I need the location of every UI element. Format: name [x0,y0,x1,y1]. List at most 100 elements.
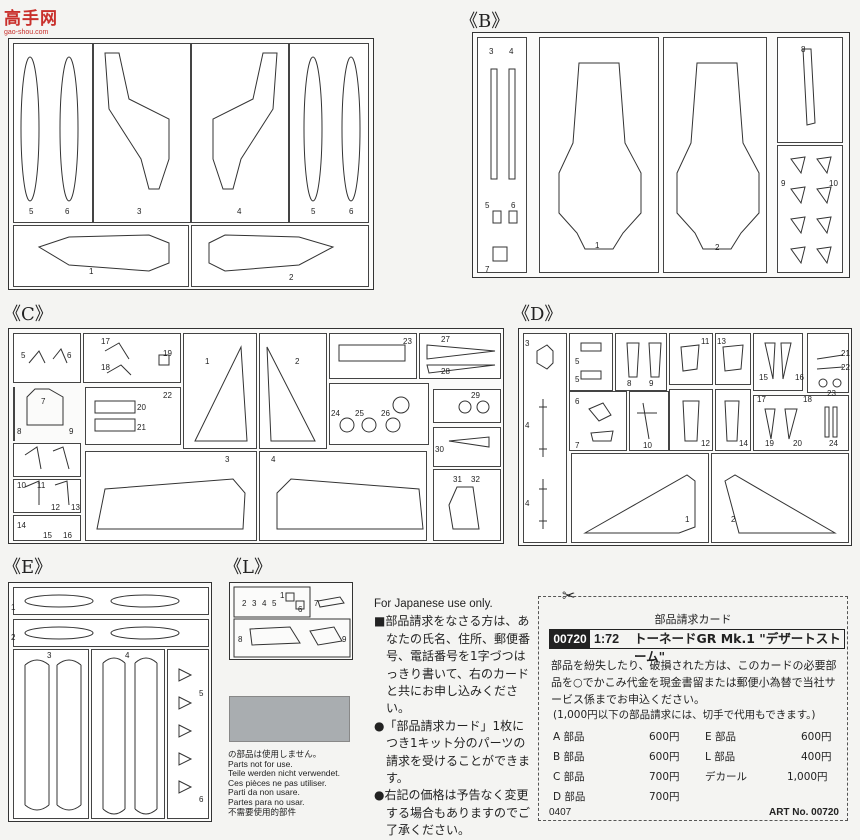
part-number: 4 [262,599,267,608]
site-logo-title: 高手网 [4,9,58,28]
sprue-c-cell [183,333,257,449]
part-number: 5 [311,207,316,216]
price-value: 700円 [649,771,680,783]
part-number: 16 [63,531,72,540]
sprue-d-cell [753,333,803,391]
part-number: 22 [841,363,850,372]
part-number: 14 [739,439,748,448]
part-number: 24 [331,409,340,418]
part-number: 26 [381,409,390,418]
part-number: 20 [793,439,802,448]
part-number: 4 [525,421,530,430]
part-number: 3 [252,599,257,608]
sprue-l: 2 3 4 5 1 6 7 8 9 [229,582,353,660]
part-number: 3 [137,207,142,216]
part-number: 8 [17,427,22,436]
part-number: 2 [11,633,16,642]
part-number: 13 [717,337,726,346]
part-number: 11 [37,481,46,490]
sprue-b-cell [777,37,843,143]
sprue-d: 3 4 4 5 5 8 9 11 13 15 16 21 22 23 6 7 1… [518,328,852,546]
order-notes: For Japanese use only. ■部品請求をなさる方は、あなたの氏… [374,596,534,840]
part-number: 5 [485,201,490,210]
part-number: 2 [242,599,247,608]
sprue-c-cell [13,479,81,513]
sprue-a-drawing [20,52,361,272]
part-number: 18 [803,395,812,404]
sprue-c-drawing [24,342,496,530]
sprue-c-cell [419,333,501,379]
part-number: 29 [471,391,480,400]
sprue-c-cell [433,389,501,423]
part-number: 3 [47,651,52,660]
site-logo-url: gao-shou.com [4,29,49,36]
not-for-use-line: Parti da non usare. [228,787,300,798]
part-number: 5 [575,357,580,366]
sprue-c-cell [13,387,15,441]
part-number: 6 [511,201,516,210]
sprue-e-drawing [24,594,193,815]
sprue-d-cell [629,391,669,451]
scissors-icon: ✂ [562,586,576,605]
part-number: 1 [595,241,600,250]
part-number: 27 [441,335,450,344]
part-number: 23 [403,337,412,346]
part-number: 16 [795,373,804,382]
card-header: 00720 1:72 トーネードGR Mk.1 "デザートストーム" [549,629,845,664]
part-number: 1 [280,591,285,600]
not-for-use-line: 不需要使用的部件 [228,806,297,817]
sprue-d-cell [669,333,713,385]
order-note-item: ●右記の価格は予告なく変更する場合もありますのでご了承ください。 [374,788,531,838]
sprue-b-cell [477,37,527,273]
sprue-e-cell [167,649,209,819]
part-number: 6 [298,605,303,614]
sprue-a-cell [289,43,369,223]
part-number: 6 [199,795,204,804]
price-value: 1,000円 [787,771,828,783]
sprue-a-cell [191,225,369,287]
card-instructions: 部品を紛失したり、破損された方は、このカードの必要部品を○でかこみ代金を現金書留… [551,659,837,706]
price-part[interactable]: D 部品 [553,791,586,803]
card-title: 部品請求カード [654,613,732,626]
part-number: 11 [701,337,710,346]
product-name: トーネードGR Mk.1 "デザートストーム" [634,631,841,664]
sprue-b-drawing [490,48,832,265]
part-number: 1 [11,603,16,612]
sprue-c-cell [13,515,81,541]
part-number: 4 [237,207,242,216]
part-number: 5 [21,351,26,360]
part-number: 18 [101,363,110,372]
sprue-e-cell [13,649,89,819]
sprue-a: 5 6 3 4 5 6 1 2 [8,38,374,290]
price-part[interactable]: E 部品 [705,731,736,743]
price-part[interactable]: デカール [705,771,747,783]
part-number: 20 [137,403,146,412]
part-number: 6 [349,207,354,216]
part-number: 5 [29,207,34,216]
site-logo: 高手网 gao-shou.com [4,4,84,36]
product-code: 00720 [550,630,590,648]
price-part[interactable]: L 部品 [705,751,736,763]
japan-only-note: For Japanese use only. [374,598,493,610]
sprue-b-cell [777,145,843,273]
sprue-l-drawing [233,586,351,658]
art-number: ART No. 00720 [768,807,839,818]
price-value: 600円 [649,751,680,763]
price-part[interactable]: C 部品 [553,771,585,783]
part-number: 7 [314,599,319,608]
part-number: 4 [271,455,276,464]
part-number: 2 [295,357,300,366]
sprue-e: 1 2 3 4 5 6 [8,582,212,822]
sprue-b-label: 《B》 [460,11,510,32]
sprue-c: 5 6 17 18 19 1 2 23 27 28 7 20 21 22 24 … [8,328,504,544]
sprue-d-cell [807,333,849,393]
part-number: 9 [781,179,786,188]
price-part[interactable]: B 部品 [553,751,585,763]
part-number: 5 [199,689,204,698]
part-number: 4 [125,651,130,660]
price-part[interactable]: A 部品 [553,731,585,743]
part-number: 1 [89,267,94,276]
part-number: 3 [525,339,530,348]
not-for-use-line: の部品は使用しません。 [228,749,322,759]
stamp-note: (1,000円以下の部品請求には、切手で代用もできます。) [553,709,816,721]
